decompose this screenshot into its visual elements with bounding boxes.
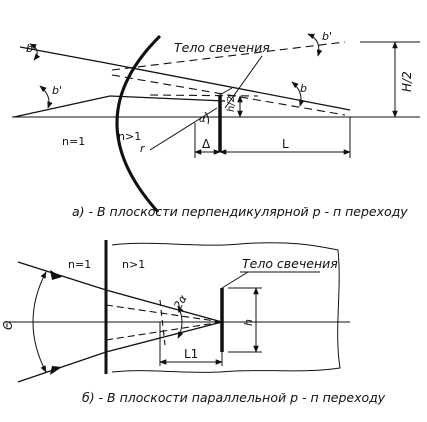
angle-b-left [29,43,41,61]
label-n1-top: n=1 [62,135,85,148]
angle-b-right [291,81,305,107]
body-label-leader [224,55,263,109]
label-emitting-body-bottom: Тело свечения [242,256,338,271]
angle-alpha [204,111,210,125]
label-b-prime-right: b' [322,30,332,43]
angle-theta [32,271,47,373]
diagram-b: n=1 n>1 2α Θ h L1 Тело свечения б) - В п… [1,240,386,405]
label-delta: Δ [202,137,211,151]
arrow-lower-b [50,366,62,375]
angle-b-prime-left [39,85,53,109]
label-ngt1-bottom: n>1 [122,258,145,271]
label-L1: L1 [184,347,198,361]
label-L: L [282,137,289,151]
label-two-alpha: 2α [171,292,190,311]
semiconductor-outline [111,242,341,373]
virtual-ray-b2 [105,321,223,341]
lens-curved-surface [115,34,162,214]
label-theta: Θ [1,320,15,330]
body-b-leader [221,271,249,289]
diagram-a: b b' b' b n=1 n>1 r α h/2 H/2 Δ L Тело с… [12,30,420,219]
angle-b-prime-right [307,33,323,57]
arrow-upper-b [50,270,62,280]
angle-two-alpha [177,305,184,339]
virtual-ray-1 [111,41,346,71]
ray-refracted-lower [109,95,226,102]
label-b-right: b [300,82,307,95]
label-b-prime-left: b' [52,84,62,97]
label-h: h [242,319,255,326]
caption-b: б) - В плоскости параллельной р - п пере… [82,390,386,405]
virtual-ray-b3 [159,299,166,346]
ray-refracted-upper [105,62,351,111]
caption-a: а) - В плоскости перпендикулярной р - п … [72,204,408,219]
label-radius: r [140,142,146,155]
label-h-half: h/2 [226,96,237,112]
ray-refr-lower-b [105,321,223,353]
ray-refr-upper-b [105,289,223,323]
ray-in-upper-b [17,261,107,291]
body-leader-line [217,87,233,97]
label-b-left: b [26,42,33,55]
label-alpha: α [199,114,206,125]
label-emitting-body-top: Тело свечения [174,40,270,55]
label-ngt1-top: n>1 [118,130,141,143]
virtual-ray-b1 [105,304,223,323]
ray-incoming-lower [13,95,111,118]
label-H-half: H/2 [400,71,414,92]
radius-line [149,107,218,151]
virtual-ray-3 [149,94,259,97]
label-n1-bottom: n=1 [68,258,91,271]
virtual-ray-2 [111,74,346,116]
